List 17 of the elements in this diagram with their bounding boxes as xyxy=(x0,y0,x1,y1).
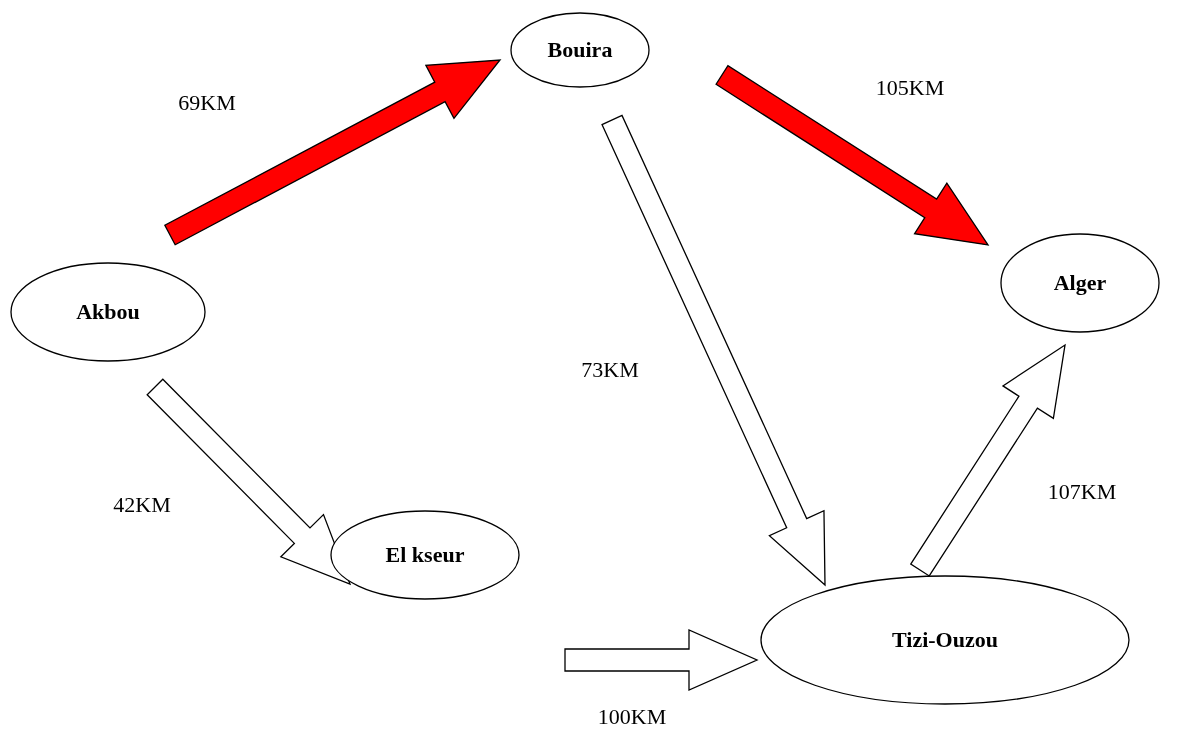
distance-label: 69KM xyxy=(178,90,236,116)
city-name: Alger xyxy=(1053,270,1107,296)
city-name: Tizi-Ouzou xyxy=(892,627,998,653)
block-arrow xyxy=(909,343,1066,577)
distance-label: 100KM xyxy=(597,704,667,730)
distance-label: 73KM xyxy=(581,357,639,383)
block-arrow xyxy=(146,378,352,586)
city-name: El kseur xyxy=(385,542,465,568)
distance-label: 105KM xyxy=(875,75,945,101)
block-arrow xyxy=(601,114,826,587)
distance-label: 42KM xyxy=(113,492,171,518)
block-arrow xyxy=(715,64,990,246)
city-name: Akbou xyxy=(76,299,140,325)
block-arrow xyxy=(564,629,759,691)
block-arrow xyxy=(163,59,502,246)
city-name: Bouira xyxy=(547,37,613,63)
distance-label: 107KM xyxy=(1047,479,1117,505)
